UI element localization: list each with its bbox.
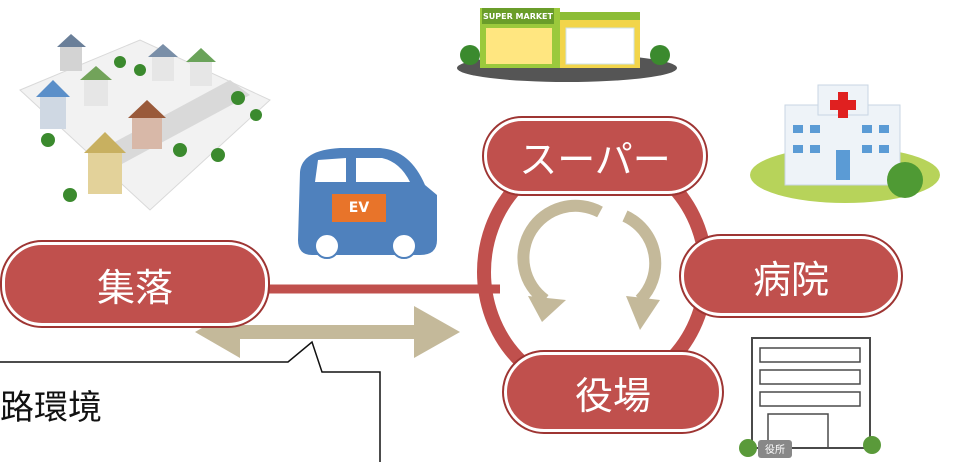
town-office-sign-label: 役所 <box>765 444 785 456</box>
node-supermarket: スーパー <box>482 116 708 196</box>
callout-box <box>0 340 381 462</box>
ev-badge-label: EV <box>348 200 370 216</box>
town-office-illustration <box>739 337 881 458</box>
node-hospital: 病院 <box>679 234 903 318</box>
village-houses-illustration <box>19 34 271 211</box>
node-village: 集落 <box>0 240 270 328</box>
hospital-illustration <box>750 84 940 203</box>
supermarket-sign-label: SUPER MARKET <box>483 11 553 21</box>
node-town-office: 役場 <box>502 350 724 434</box>
supermarket-illustration <box>457 8 677 82</box>
cycle-arrows-icon <box>517 199 662 305</box>
ev-car-icon <box>298 148 437 259</box>
callout-text: 路環境 <box>0 388 102 428</box>
